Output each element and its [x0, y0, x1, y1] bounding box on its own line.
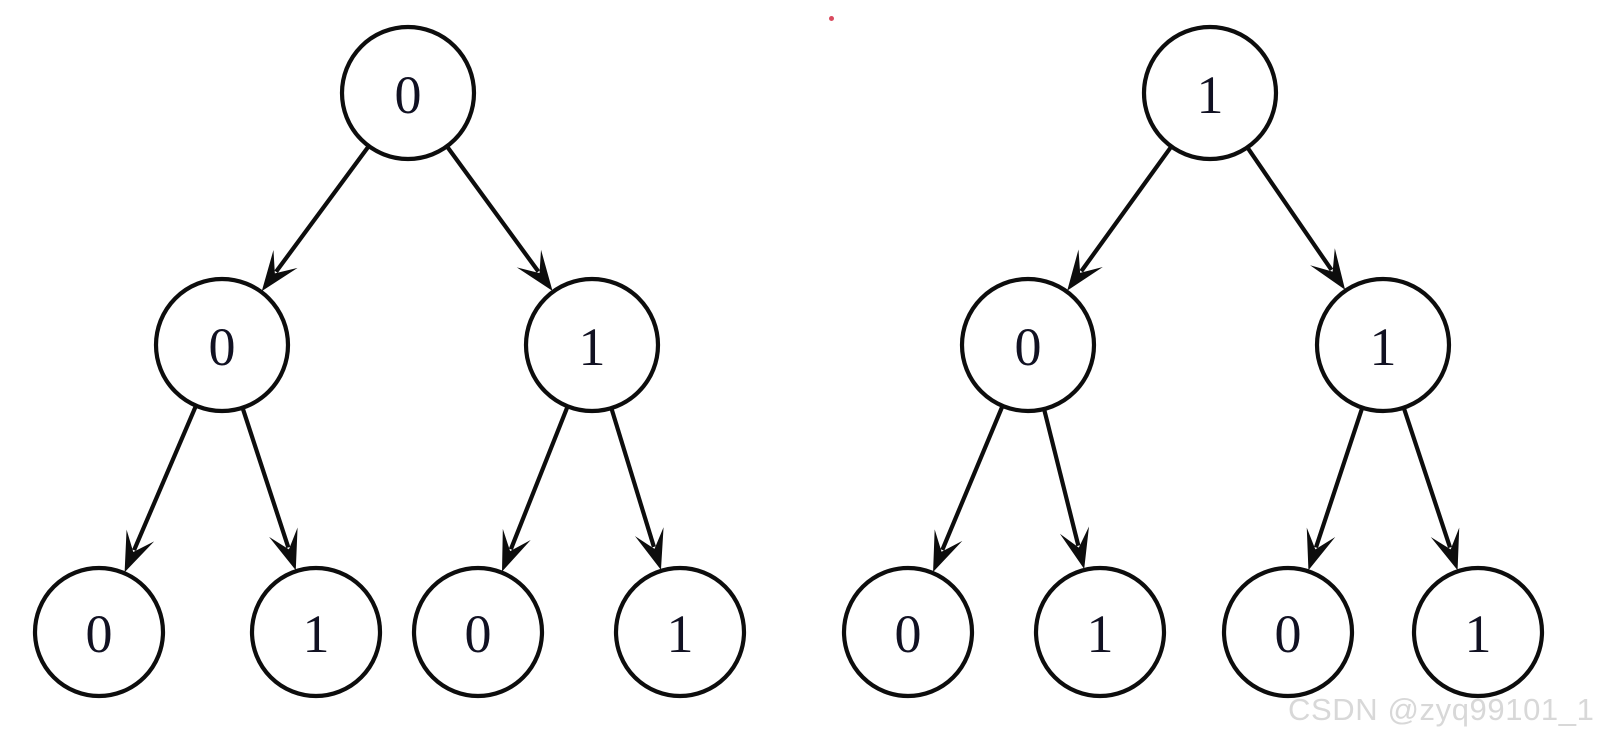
node-circle: [411, 565, 545, 699]
node-root[interactable]: 1: [1141, 24, 1279, 162]
edge-left-to-leaf-2: [240, 408, 298, 571]
node-circle: [841, 565, 975, 699]
edge-root-to-right: [1246, 147, 1346, 290]
node-circle: [153, 276, 291, 414]
edge-left-to-leaf-1: [933, 405, 1005, 573]
arrowhead-icon: [502, 528, 531, 572]
node-label: 0: [86, 604, 113, 664]
node-label: 1: [667, 604, 694, 664]
arrowhead-icon: [124, 529, 155, 573]
edge-line: [1246, 147, 1334, 272]
node-circle: [523, 276, 661, 414]
node-leaf-2[interactable]: 1: [1033, 565, 1167, 699]
node-label: 1: [1197, 65, 1224, 125]
node-circle: [1221, 565, 1355, 699]
node-leaf-4[interactable]: 1: [1411, 565, 1545, 699]
node-root[interactable]: 0: [339, 24, 477, 162]
node-right-child[interactable]: 1: [1314, 276, 1452, 414]
node-label: 1: [303, 604, 330, 664]
node-label: 1: [1370, 317, 1397, 377]
edge-left-to-leaf-1: [124, 405, 198, 573]
arrowhead-icon: [933, 529, 963, 573]
node-circle: [249, 565, 383, 699]
edge-left-to-leaf-2: [1042, 409, 1089, 569]
edges-group: [933, 146, 1460, 573]
node-circle: [32, 565, 166, 699]
arrowhead-icon: [1059, 526, 1089, 569]
node-label: 0: [1015, 317, 1042, 377]
edge-line: [132, 405, 198, 552]
node-leaf-1[interactable]: 0: [32, 565, 166, 699]
node-label: 1: [1465, 604, 1492, 664]
edge-line: [240, 408, 291, 549]
node-circle: [1411, 565, 1545, 699]
node-left-child[interactable]: 0: [959, 276, 1097, 414]
edge-root-to-right: [445, 145, 553, 291]
node-circle: [613, 565, 747, 699]
binary-tree-right: 1 0 1 0 1 0 1: [841, 24, 1545, 699]
node-label: 1: [579, 317, 606, 377]
node-circle: [339, 24, 477, 162]
node-label: 0: [395, 65, 422, 125]
node-circle: [1141, 24, 1279, 162]
edge-line: [1042, 409, 1081, 547]
arrowhead-icon: [1310, 248, 1346, 290]
node-circle: [1314, 276, 1452, 414]
edge-root-to-left: [1067, 146, 1173, 291]
node-right-child[interactable]: 1: [523, 276, 661, 414]
edge-line: [940, 405, 1005, 551]
edge-line: [1079, 146, 1173, 273]
arrowhead-icon: [516, 249, 553, 291]
edge-line: [1402, 407, 1453, 549]
arrowhead-icon: [1430, 527, 1460, 571]
arrowhead-icon: [261, 250, 298, 292]
edge-line: [508, 406, 570, 551]
watermark-text: CSDN @zyq99101_1: [1288, 692, 1595, 727]
node-label: 1: [1087, 604, 1114, 664]
node-circle: [1033, 565, 1167, 699]
edge-right-to-leaf-3: [502, 406, 570, 572]
arrowhead-icon: [269, 527, 298, 571]
node-label: 0: [1275, 604, 1302, 664]
edge-root-to-left: [261, 145, 370, 292]
edges-group: [124, 145, 664, 573]
red-speck-artifact: [829, 16, 834, 21]
edge-line: [274, 145, 370, 274]
node-leaf-4[interactable]: 1: [613, 565, 747, 699]
node-leaf-3[interactable]: 0: [411, 565, 545, 699]
node-label: 0: [209, 317, 236, 377]
edge-right-to-leaf-4: [609, 408, 664, 570]
node-label: 0: [895, 604, 922, 664]
edge-line: [445, 145, 541, 273]
arrowhead-icon: [1306, 527, 1336, 571]
edge-line: [1313, 407, 1364, 549]
node-label: 0: [465, 604, 492, 664]
node-leaf-1[interactable]: 0: [841, 565, 975, 699]
binary-tree-left: 0 0 1 0 1 0 1: [32, 24, 747, 699]
arrowhead-icon: [634, 527, 664, 570]
edge-right-to-leaf-3: [1306, 407, 1364, 571]
node-leaf-2[interactable]: 1: [249, 565, 383, 699]
node-circle: [959, 276, 1097, 414]
node-leaf-3[interactable]: 0: [1221, 565, 1355, 699]
arrowhead-icon: [1067, 249, 1103, 291]
edge-right-to-leaf-4: [1402, 407, 1460, 571]
edge-line: [609, 408, 656, 548]
node-left-child[interactable]: 0: [153, 276, 291, 414]
